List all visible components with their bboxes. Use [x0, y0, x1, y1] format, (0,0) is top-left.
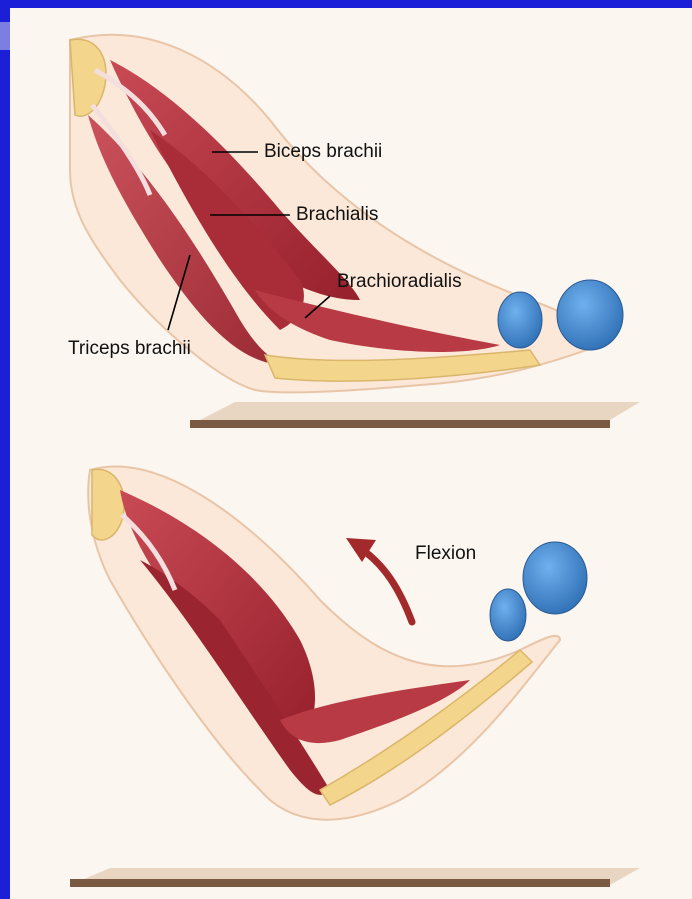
- flexion-arrow: [360, 548, 412, 622]
- dumbbell-weight-front: [557, 280, 623, 350]
- dumbbell-weight-back-flexed: [490, 589, 526, 641]
- label-brachioradialis: Brachioradialis: [337, 271, 462, 293]
- label-flexion: Flexion: [415, 543, 476, 565]
- dumbbell-weight-front-flexed: [523, 542, 587, 614]
- frame-tab: [0, 22, 10, 50]
- extended-arm: [70, 35, 640, 428]
- tabletop: [200, 402, 640, 420]
- table-edge: [190, 420, 610, 428]
- dumbbell-weight-back: [498, 292, 542, 348]
- label-biceps-brachii: Biceps brachii: [264, 141, 382, 163]
- flexed-arm: [70, 467, 640, 887]
- label-brachialis: Brachialis: [296, 204, 378, 226]
- table-edge-flexed: [70, 879, 610, 887]
- label-triceps-brachii: Triceps brachii: [68, 338, 191, 360]
